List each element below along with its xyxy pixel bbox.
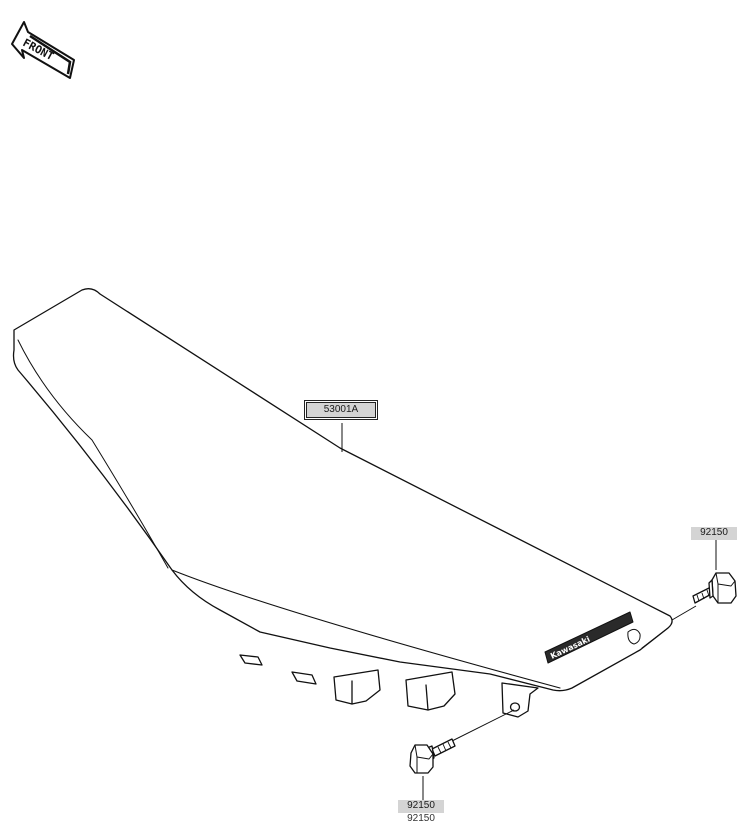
callout-bolt-bottom-92150[interactable]: 92150 [398, 800, 444, 813]
seat-assembly: Kawasaki [12, 288, 673, 718]
callout-cut-off-92150: 92150 [407, 813, 435, 824]
seat-under-mounts [239, 654, 456, 711]
bolt-bottom-icon [409, 738, 456, 774]
seat-rear-bracket [501, 682, 539, 718]
leader-lines [341, 423, 717, 800]
seat-body [12, 288, 673, 692]
callout-bolt-right-92150[interactable]: 92150 [691, 527, 737, 540]
callout-seat-53001A[interactable]: 53001A [304, 400, 378, 420]
front-arrow-icon: FRONT [11, 21, 75, 79]
bolt-right-icon [692, 572, 737, 604]
